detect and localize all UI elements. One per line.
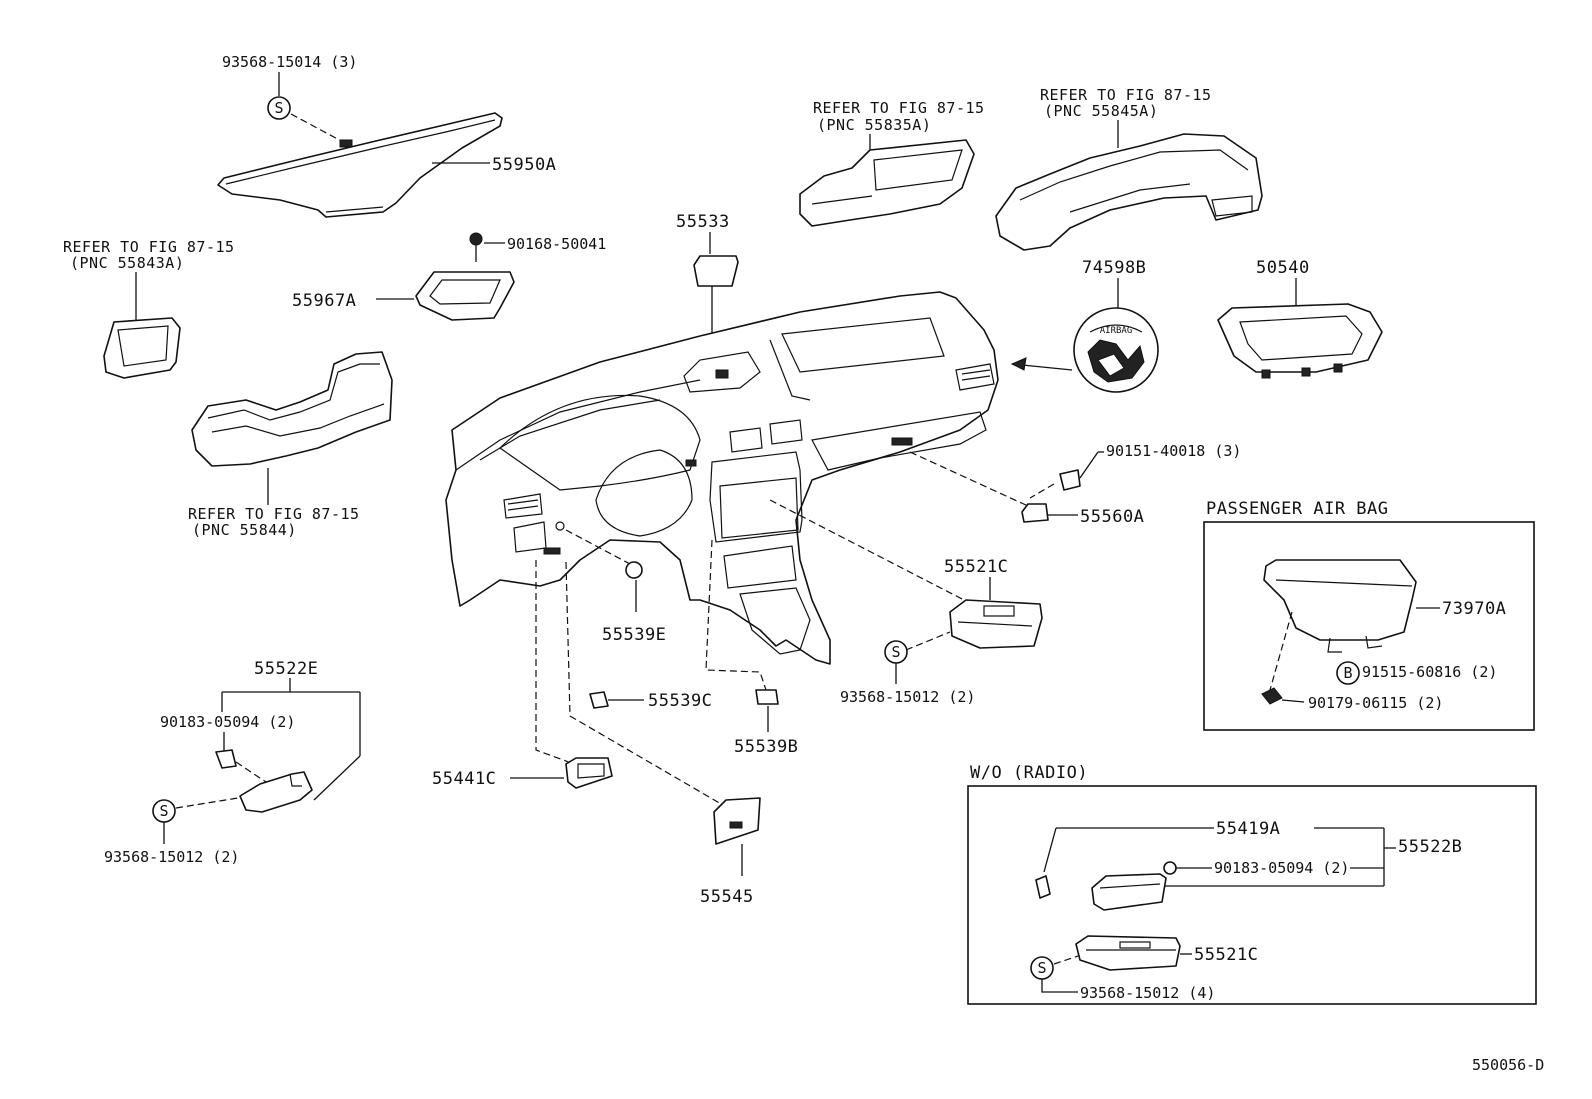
label-55539E: 55539E bbox=[602, 625, 666, 645]
ref-55845A-line2: (PNC 55845A) bbox=[1044, 102, 1158, 120]
wo-radio-title: W/O (RADIO) bbox=[970, 763, 1088, 783]
part-55835A-vent-ref[interactable]: REFER TO FIG 87-15 (PNC 55835A) bbox=[799, 99, 985, 227]
label-93568-15012-wo-radio: 93568-15012 (4) bbox=[1080, 984, 1215, 1002]
ref-55843A-line2: (PNC 55843A) bbox=[70, 254, 184, 272]
ref-55835A-line1: REFER TO FIG 87-15 bbox=[813, 99, 985, 117]
label-55539B: 55539B bbox=[734, 737, 798, 757]
label-90183-05094-left: 90183-05094 (2) bbox=[160, 713, 295, 731]
label-55545: 55545 bbox=[700, 887, 754, 907]
ref-55843A-line1: REFER TO FIG 87-15 bbox=[63, 238, 235, 256]
part-55967A-vent[interactable]: 90168-50041 55967A bbox=[292, 232, 606, 321]
part-55845A-duct-ref[interactable]: REFER TO FIG 87-15 (PNC 55845A) bbox=[995, 86, 1263, 251]
label-55533: 55533 bbox=[676, 212, 730, 232]
instrument-panel-assembly[interactable] bbox=[445, 291, 999, 665]
screw-symbol-s: S bbox=[274, 99, 283, 117]
part-55844-duct-ref[interactable]: REFER TO FIG 87-15 (PNC 55844) bbox=[188, 351, 393, 539]
label-55419A: 55419A bbox=[1216, 819, 1280, 839]
bolt-symbol-b-icon bbox=[1336, 661, 1360, 685]
label-91515-60816: 91515-60816 (2) bbox=[1362, 663, 1497, 681]
part-55560A[interactable]: 90151-40018 (3) 55560A bbox=[909, 442, 1241, 527]
part-55522B-group[interactable]: 55419A 55522B 90183-05094 (2) bbox=[1035, 819, 1462, 911]
label-55522E: 55522E bbox=[254, 659, 318, 679]
label-55521C-main: 55521C bbox=[944, 557, 1008, 577]
label-55521C-wo-radio: 55521C bbox=[1194, 945, 1258, 965]
screw-symbol-s: S bbox=[159, 802, 168, 820]
bolt-icon bbox=[469, 232, 483, 246]
ref-55845A-line1: REFER TO FIG 87-15 bbox=[1040, 86, 1212, 104]
part-55539C[interactable]: 55539C bbox=[589, 691, 712, 711]
airbag-emblem-text: AIRBAG bbox=[1100, 326, 1133, 336]
label-55522B: 55522B bbox=[1398, 837, 1462, 857]
label-90179-06115: 90179-06115 (2) bbox=[1308, 694, 1443, 712]
label-93568-15012-left: 93568-15012 (2) bbox=[104, 848, 239, 866]
part-55533[interactable]: 55533 bbox=[676, 212, 739, 372]
label-90168-50041: 90168-50041 bbox=[507, 235, 606, 253]
label-55560A: 55560A bbox=[1080, 507, 1144, 527]
label-73970A: 73970A bbox=[1442, 599, 1506, 619]
part-55539E[interactable]: 55539E bbox=[565, 529, 666, 645]
passenger-air-bag-title: PASSENGER AIR BAG bbox=[1206, 499, 1389, 519]
label-55950A: 55950A bbox=[492, 155, 556, 175]
wo-radio-section: W/O (RADIO) 55419A 55522B 90183-05094 (2… bbox=[967, 763, 1537, 1005]
symbol-b: B bbox=[1343, 664, 1352, 682]
label-55441C: 55441C bbox=[432, 769, 496, 789]
label-93568-15012-main: 93568-15012 (2) bbox=[840, 688, 975, 706]
label-74598B: 74598B bbox=[1082, 258, 1146, 278]
screw-symbol-icon bbox=[267, 96, 291, 120]
label-55539C: 55539C bbox=[648, 691, 712, 711]
ref-55835A-line2: (PNC 55835A) bbox=[817, 116, 931, 134]
part-55441C[interactable]: 55441C bbox=[432, 560, 613, 789]
label-93568-15014: 93568-15014 (3) bbox=[222, 53, 357, 71]
part-74598B-airbag-emblem[interactable]: 74598B AIRBAG bbox=[1010, 258, 1159, 393]
ref-55844-line2: (PNC 55844) bbox=[192, 521, 297, 539]
part-55522E-group[interactable]: 55522E 90183-05094 (2) S 93568-15012 (2) bbox=[104, 659, 361, 866]
part-55843A-vent-ref[interactable]: REFER TO FIG 87-15 (PNC 55843A) bbox=[63, 238, 235, 379]
label-90151-40018: 90151-40018 (3) bbox=[1106, 442, 1241, 460]
part-55950A-panel[interactable]: 93568-15014 (3) S 55950A bbox=[217, 53, 556, 218]
figure-code: 550056-D bbox=[1472, 1056, 1544, 1074]
part-73970A-airbag-module[interactable]: 73970A B 91515-60816 (2) 90179-06115 (2) bbox=[1261, 559, 1506, 712]
part-50540-cover[interactable]: 50540 bbox=[1217, 258, 1383, 379]
label-90183-05094: 90183-05094 (2) bbox=[1214, 859, 1349, 877]
part-55521C-wo-radio[interactable]: 55521C S 93568-15012 (4) bbox=[1030, 935, 1258, 1002]
ref-55844-line1: REFER TO FIG 87-15 bbox=[188, 505, 360, 523]
passenger-air-bag-section: PASSENGER AIR BAG 73970A B 91515-60816 (… bbox=[1203, 499, 1535, 731]
label-50540: 50540 bbox=[1256, 258, 1310, 278]
label-55967A: 55967A bbox=[292, 291, 356, 311]
part-55539B[interactable]: 55539B bbox=[705, 539, 798, 757]
screw-symbol-s: S bbox=[891, 643, 900, 661]
screw-symbol-s: S bbox=[1037, 959, 1046, 977]
part-55545[interactable]: 55545 bbox=[565, 561, 761, 907]
part-55521C-box[interactable]: 55521C S 93568-15012 (2) bbox=[769, 499, 1043, 706]
